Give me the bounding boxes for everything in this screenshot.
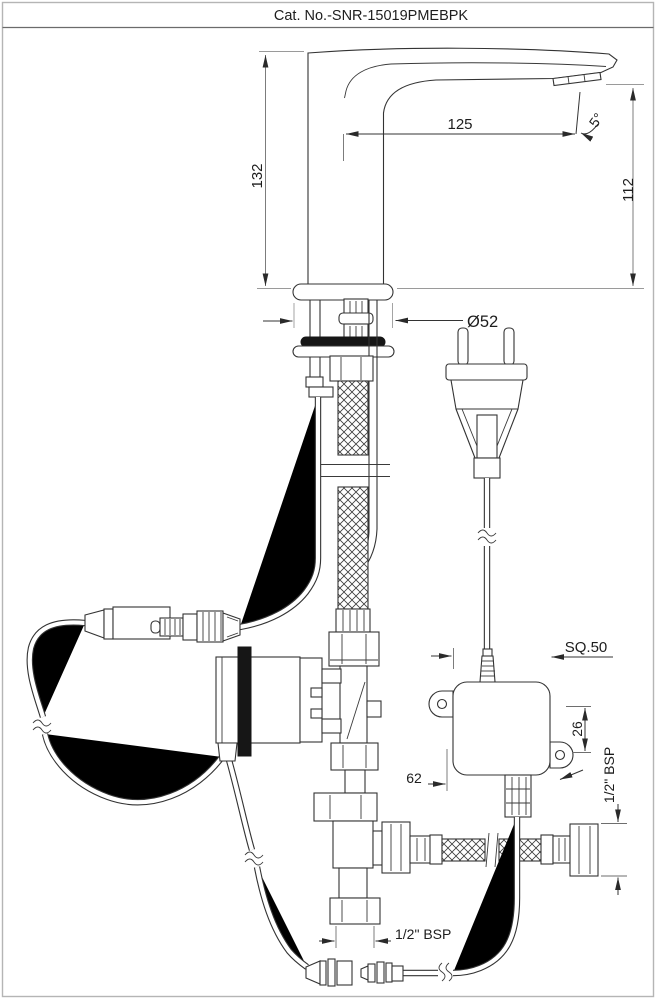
svg-text:132: 132: [249, 163, 266, 188]
solenoid-power-wire: [229, 760, 307, 967]
dimension-62: 62: [406, 749, 584, 791]
tee-fitting: [313, 792, 392, 925]
aerator: [552, 71, 602, 87]
cable-break-symbol: [477, 529, 497, 537]
solenoid-outlet: [217, 742, 238, 762]
dimension-26: 26: [566, 706, 591, 753]
svg-text:125: 125: [447, 116, 472, 133]
mounting-shank: [309, 298, 374, 378]
power-connector-female: [305, 958, 353, 987]
svg-text:1/2" BSP: 1/2" BSP: [601, 747, 617, 803]
svg-text:62: 62: [406, 770, 422, 786]
strain-relief: [479, 655, 496, 683]
catalog-number-title: Cat. No.-SNR-15019PMEBPK: [274, 8, 469, 24]
faucet-body: [307, 47, 618, 284]
dimension-132: 132: [249, 51, 304, 289]
svg-text:1/2" BSP: 1/2" BSP: [395, 926, 451, 942]
control-box-cable: [403, 817, 517, 982]
tee-bottom-nut: [329, 897, 381, 925]
rubber-gasket: [292, 336, 395, 358]
svg-text:26: 26: [569, 721, 585, 737]
power-connector-male: [360, 961, 404, 984]
svg-text:SQ.50: SQ.50: [565, 639, 608, 656]
dimension-sq50: SQ.50: [431, 639, 613, 669]
cable-break-symbol: [244, 851, 264, 859]
jack-plug-male: [150, 610, 241, 643]
dimension-bsp-bottom: 1/2" BSP: [319, 926, 451, 948]
power-cord: [477, 478, 497, 656]
dimension-bsp-right: 1/2" BSP: [601, 747, 627, 895]
dimension-5deg: 5°: [575, 91, 607, 142]
braided-hose-horizontal: [381, 821, 599, 877]
sensor-cable-fitting: [305, 376, 334, 398]
faucet-base-plate: [292, 283, 394, 301]
dimension-dia52: Ø52: [263, 303, 498, 331]
power-plug: [445, 327, 528, 479]
control-box: [428, 648, 574, 818]
solenoid-valve-assembly: [328, 631, 382, 794]
svg-text:5°: 5°: [586, 110, 607, 130]
solenoid-coil: [215, 646, 342, 757]
cable-break-symbol: [438, 962, 446, 982]
dimension-112: 112: [397, 84, 644, 289]
inlet-nut: [569, 823, 599, 877]
svg-text:112: 112: [620, 178, 637, 202]
braided-hose-vertical: [299, 355, 390, 633]
dimension-125: 125: [343, 116, 575, 161]
sensor-cable-loop: [30, 622, 222, 802]
svg-text:Ø52: Ø52: [467, 313, 498, 331]
hose-break-symbol: [485, 832, 499, 868]
faucet-sensor-cable: [240, 397, 318, 627]
box-outlet-thread: [504, 774, 532, 818]
cable-break-symbol: [32, 719, 52, 727]
